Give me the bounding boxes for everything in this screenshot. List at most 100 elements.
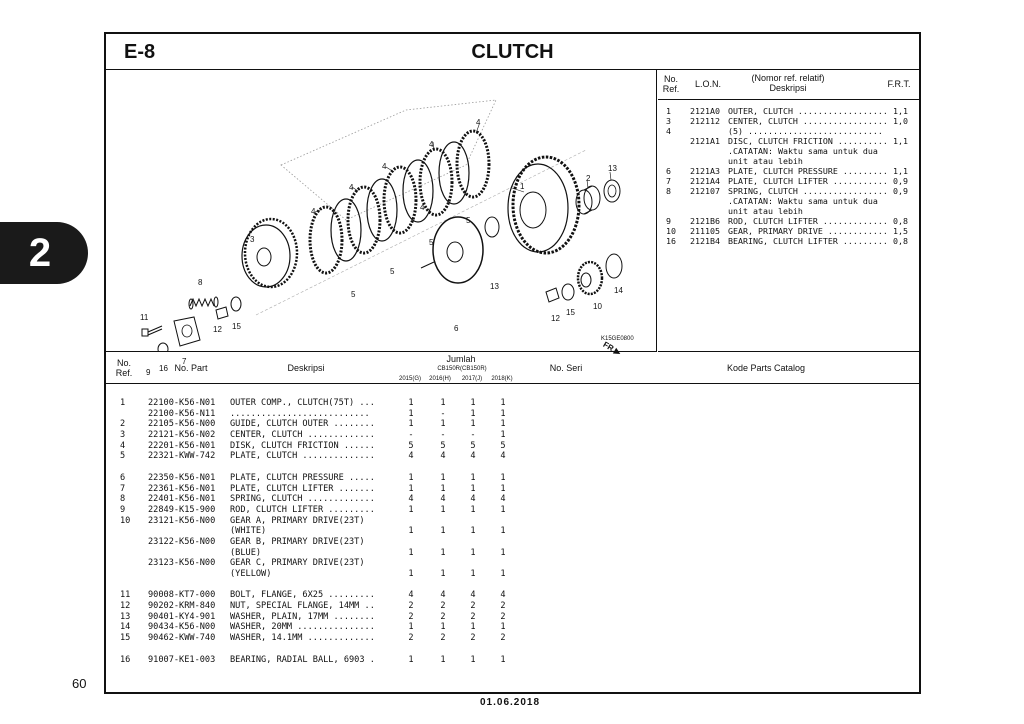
ref-number: 1 [666,106,671,116]
ref-number: 4 [666,126,671,136]
callout-4[interactable]: 4 [429,140,434,149]
quantity-2018: 1 [500,526,506,537]
lon-code: 212112 [690,116,720,126]
callout-5[interactable]: 5 [429,238,434,247]
callout-13[interactable]: 13 [490,282,499,291]
quantity-2016: - [440,408,446,419]
quantity-2018: 1 [500,569,506,579]
callout-10[interactable]: 10 [593,302,602,311]
callout-12[interactable]: 12 [213,325,222,334]
callout-15[interactable]: 15 [566,308,575,317]
callout-3[interactable]: 3 [250,235,255,244]
quantity-2016: 1 [440,526,446,537]
quantity-2018: 4 [500,451,506,462]
callout-14[interactable]: 14 [614,286,623,295]
ref-number: 10 [120,515,131,526]
ref-description: ROD, CLUTCH LIFTER ............. [728,216,888,226]
friction-disc [455,129,491,199]
quantity-2015: 1 [408,472,414,483]
callout-5[interactable]: 5 [390,267,395,276]
frt-value: 1,1 [893,106,908,116]
callout-12[interactable]: 12 [551,314,560,323]
callout-8[interactable]: 8 [198,278,203,287]
callout-4[interactable]: 4 [382,162,387,171]
callout-4[interactable]: 4 [476,118,481,127]
ref-number: 14 [120,622,131,633]
callout-1[interactable]: 1 [520,182,525,191]
col-jumlah: Jumlah [446,354,476,364]
ref-number: 2 [120,419,126,430]
part-number: 22321-KWW-742 [148,451,216,462]
lifter-bearing [157,342,169,351]
reference-time-table: No.Ref. L.O.N. (Nomor ref. relatif)Deskr… [658,70,919,352]
lon-code: 211105 [690,226,720,236]
quantity-2016: 4 [440,590,446,601]
ref-number: 8 [666,186,671,196]
callout-15[interactable]: 15 [232,322,241,331]
callout-16[interactable]: 16 [159,364,168,373]
clutch-plate [438,141,470,205]
callout-9[interactable]: 9 [146,368,151,377]
ref-table-row: 4(5) ........................... [658,126,919,136]
callout-7[interactable]: 7 [182,357,187,366]
part-number: 90462-KWW-740 [148,633,216,644]
part-number: 22105-K56-N00 [148,419,216,430]
ref-table-row: unit atau lebih [658,206,919,216]
quantity-2015: 4 [408,494,414,505]
chapter-tab[interactable]: 2 [0,222,88,284]
assembly-axis [255,149,587,316]
washer-17mm [603,179,621,203]
lifter-plate [173,316,201,347]
callout-5[interactable]: 5 [466,216,471,225]
ref-description: SPRING, CLUTCH ................. [728,186,888,196]
quantity-2017: 1 [470,408,476,419]
quantity-2015: 1 [408,622,414,633]
pressure-plate [420,216,484,284]
callout-4[interactable]: 4 [349,183,354,192]
callout-4[interactable]: 4 [311,207,316,216]
section-code: E-8 [124,41,156,63]
ref-number: 4 [120,440,126,451]
callout-2[interactable]: 2 [586,174,591,183]
washer-14-1mm [230,296,242,312]
quantity-2017: - [470,430,476,441]
callout-6[interactable]: 6 [454,324,459,333]
ref-description: PLATE, CLUTCH PRESSURE ......... [728,166,888,176]
callout-11[interactable]: 11 [140,313,149,322]
quantity-2018: 1 [500,419,506,430]
callout-5[interactable]: 5 [351,290,356,299]
quantity-2018: 4 [500,590,506,601]
table-row[interactable]: 22100-K56-N11...........................… [106,409,919,420]
ref-description: unit atau lebih [728,156,803,166]
callout-4[interactable]: 4 [420,203,425,212]
quantity-2017: 4 [470,590,476,601]
ref-number: 9 [120,504,126,515]
quantity-2017: 1 [470,398,476,408]
quantity-2015: 1 [408,504,414,515]
ref-description: CENTER, CLUTCH ................. [728,116,888,126]
callout-13[interactable]: 13 [608,164,617,173]
